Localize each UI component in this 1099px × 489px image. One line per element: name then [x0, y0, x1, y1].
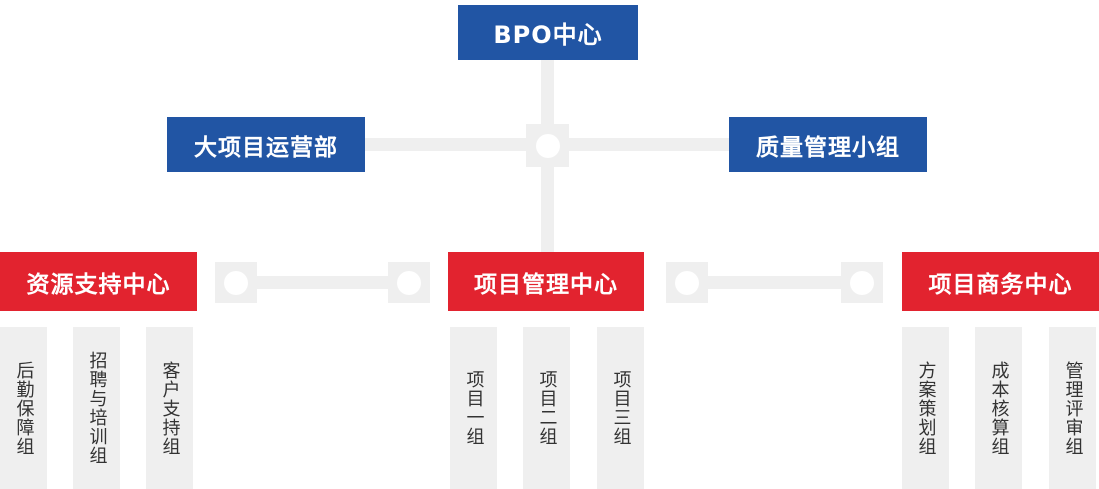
node-quality-management-group: 质量管理小组 [729, 117, 927, 172]
team-label: 项目二组 [536, 370, 558, 446]
team-label: 项目三组 [610, 370, 632, 446]
team-project-group-3: 项目三组 [597, 327, 644, 489]
joint-dot [850, 270, 874, 295]
team-project-group-2: 项目二组 [523, 327, 570, 489]
joint-dot [535, 133, 560, 158]
node-bpo-center: BPO中心 [458, 5, 638, 60]
connector-joint-right-b [841, 262, 883, 303]
team-management-review: 管理评审组 [1049, 327, 1096, 489]
connector-joint-left-b [388, 262, 430, 303]
joint-dot [397, 270, 421, 295]
team-recruiting-training: 招聘与培训组 [73, 327, 120, 489]
joint-dot [224, 270, 248, 295]
node-project-management-center: 项目管理中心 [448, 252, 644, 311]
node-project-business-center: 项目商务中心 [902, 252, 1099, 311]
node-resource-support-center: 资源支持中心 [0, 252, 197, 311]
team-label: 成本核算组 [988, 360, 1010, 456]
team-label: 管理评审组 [1062, 360, 1084, 456]
team-label: 招聘与培训组 [86, 351, 108, 465]
joint-dot [675, 270, 699, 295]
team-label: 方案策划组 [915, 360, 937, 456]
connector-joint-left-a [215, 262, 257, 303]
team-project-group-1: 项目一组 [450, 327, 497, 489]
team-label: 项目一组 [463, 370, 485, 446]
team-customer-support: 客户支持组 [146, 327, 193, 489]
team-label: 后勤保障组 [13, 360, 35, 456]
connector-joint-right-a [666, 262, 708, 303]
connector-horizontal-right [708, 276, 841, 289]
team-logistics-support: 后勤保障组 [0, 327, 47, 489]
team-solution-planning: 方案策划组 [902, 327, 949, 489]
team-cost-accounting: 成本核算组 [975, 327, 1022, 489]
connector-horizontal-left [257, 276, 388, 289]
team-label: 客户支持组 [159, 360, 181, 456]
connector-cross-joint [526, 124, 569, 167]
node-major-project-operations: 大项目运营部 [167, 117, 365, 172]
